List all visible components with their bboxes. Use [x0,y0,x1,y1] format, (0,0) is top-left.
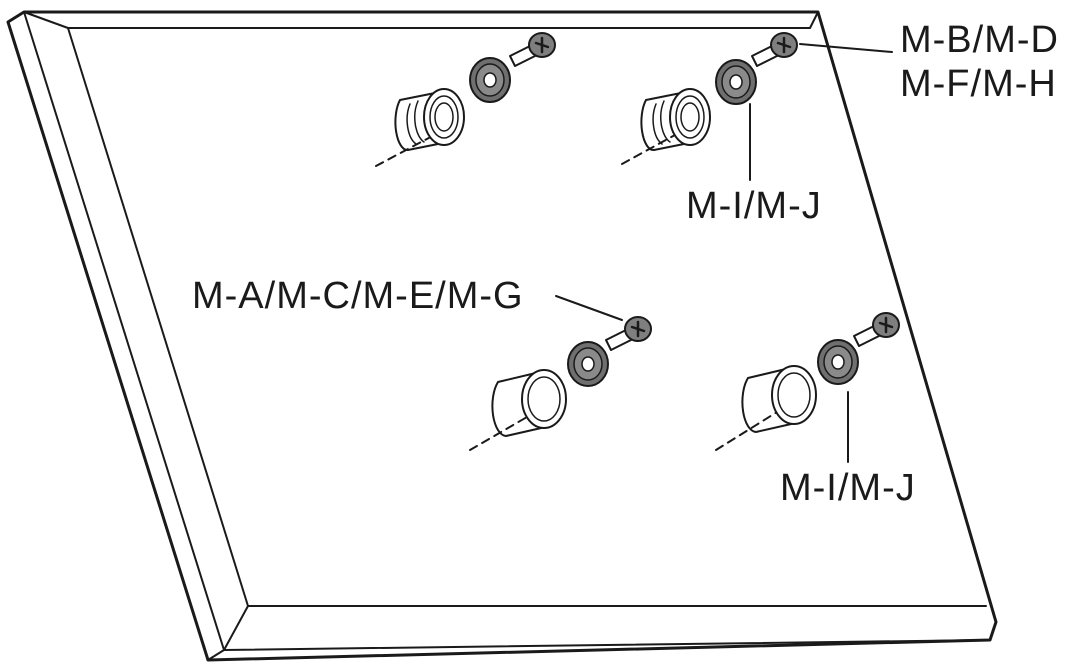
washer-icon [567,341,609,387]
mounting-panel [6,10,998,662]
washer-icon [469,57,511,103]
hardware-set-bottom-right [715,311,901,451]
hardware-set-top-right [621,31,799,165]
washer-icon [715,59,757,105]
hardware-set-bottom-left [469,315,653,451]
leader-line [555,295,623,321]
washer-icon [817,339,859,385]
label-washer-top: M-I/M-J [686,185,822,227]
leader-line [799,43,893,53]
label-screw-middle: M-A/M-C/M-E/M-G [192,275,524,317]
label-screw-top-alt: M-F/M-H [900,63,1057,105]
hardware-set-top-left [375,31,557,167]
label-washer-bottom: M-I/M-J [780,467,916,509]
label-screw-top: M-B/M-D [900,19,1059,61]
